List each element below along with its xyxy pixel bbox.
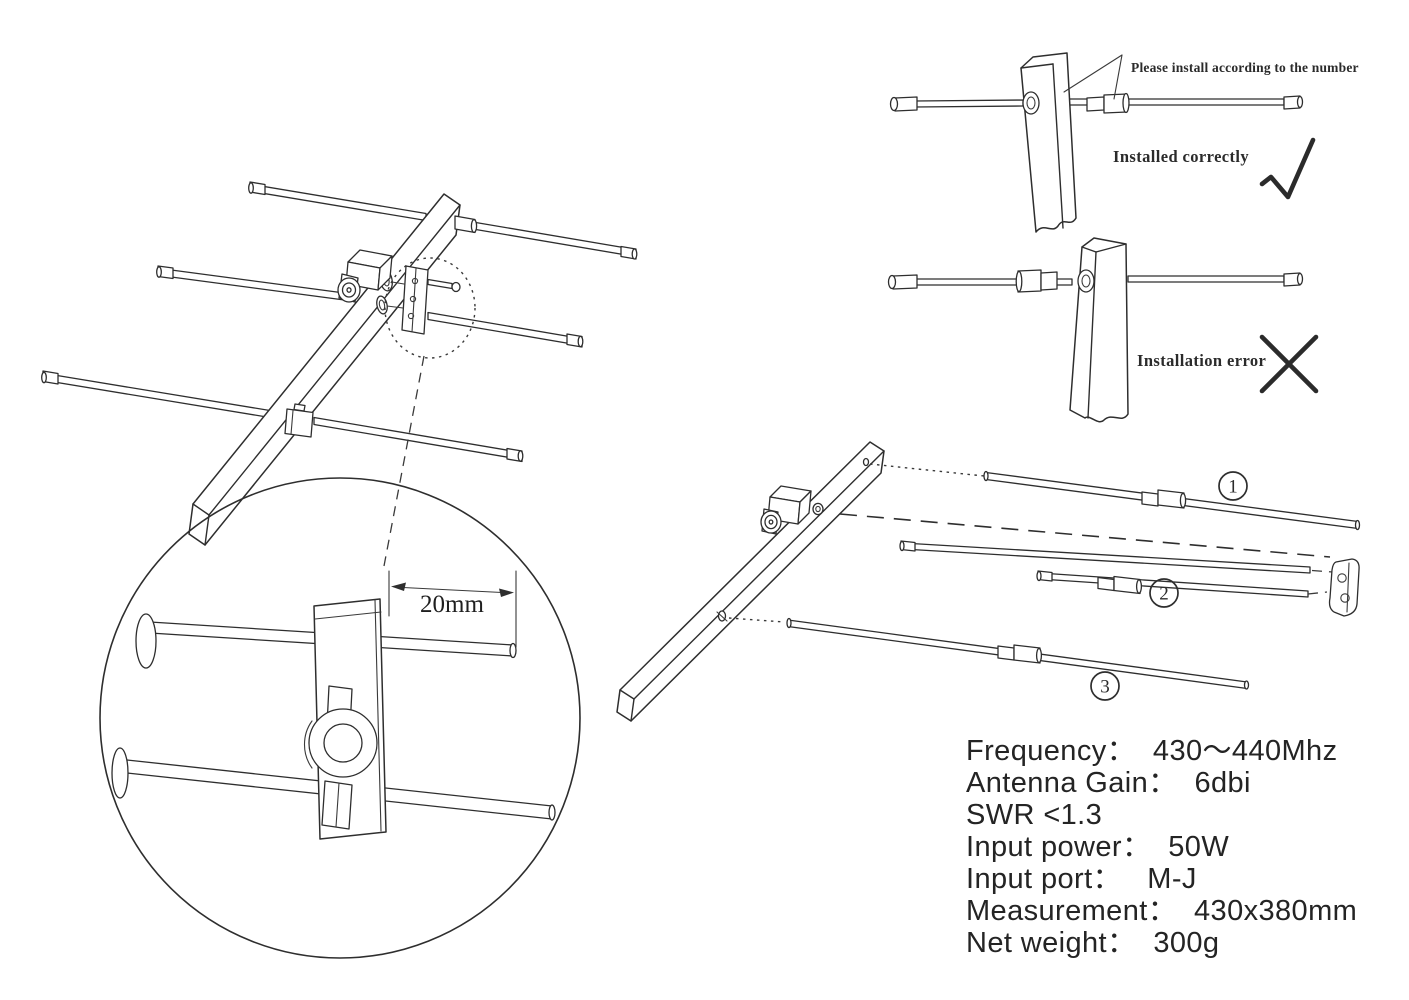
correct-boom-washer [1022, 91, 1040, 115]
part-number-2: 2 [1159, 584, 1169, 605]
error-boom [1069, 237, 1129, 423]
spec-input-power: Input power： 50W [966, 831, 1229, 863]
element-rod-driven-right [427, 311, 584, 348]
element-rod-top [248, 181, 638, 260]
installation-error-label: Installation error [1137, 351, 1266, 370]
feed-detail-circle [384, 257, 476, 359]
correct-boom [1020, 52, 1077, 233]
part-number-marker-2: 2 [1149, 578, 1179, 608]
note-leader-line-2 [1113, 54, 1123, 100]
boom [188, 193, 461, 546]
exploded-element-2 [899, 540, 1334, 598]
feed-assembly [337, 249, 584, 348]
part-number-3: 3 [1100, 677, 1110, 698]
magnifier-circle [99, 477, 581, 959]
exploded-boom [616, 441, 885, 722]
error-ferrule [1015, 269, 1058, 293]
exploded-theta-hole [716, 610, 728, 622]
element-clamp [284, 403, 314, 438]
correct-ferrule [1086, 92, 1130, 114]
dimension-label: 20mm [420, 591, 484, 618]
element-rod-driven-left [156, 265, 349, 302]
spec-net-weight: Net weight： 300g [966, 927, 1219, 959]
installed-correctly-label: Installed correctly [1113, 147, 1249, 166]
part-number-marker-3: 3 [1090, 671, 1120, 701]
element-rod-bottom [41, 370, 524, 463]
error-boom-washer [1077, 269, 1095, 293]
spec-swr: SWR <1.3 [966, 799, 1102, 831]
magnifier-leader-line [383, 355, 425, 567]
detail-magnifier-figure: 20mm [99, 477, 581, 959]
part-number-marker-1: 1 [1218, 471, 1248, 501]
correct-install-figure: Please install according to the number I… [889, 52, 1359, 233]
main-antenna-figure [41, 181, 638, 567]
check-mark-icon [1259, 137, 1316, 200]
dimension-20mm: 20mm [388, 570, 517, 648]
coax-connector-icon [337, 273, 361, 303]
specs-block: Frequency： 430～440Mhz Antenna Gain： 6dbi… [966, 735, 1357, 959]
exploded-element-3 [728, 617, 1250, 690]
note-leader-line-1 [1063, 54, 1123, 93]
spec-gain: Antenna Gain： 6dbi [966, 767, 1251, 799]
element-ferrule-top [454, 215, 478, 234]
install-note-label: Please install according to the number [1131, 60, 1359, 75]
exploded-boom-screw [812, 502, 824, 516]
driven-stub [427, 278, 461, 293]
exploded-axis-dashed-line [839, 513, 1331, 558]
spec-input-port: Input port： M-J [966, 863, 1197, 895]
exploded-element-1 [869, 463, 1361, 531]
part-number-1: 1 [1228, 477, 1238, 498]
spec-measurement: Measurement： 430x380mm [966, 895, 1357, 927]
detail-clamp-block [304, 598, 387, 840]
exploded-assembly-figure: 1 2 3 [616, 441, 1361, 722]
x-mark-icon [1259, 334, 1319, 394]
spec-frequency: Frequency： 430～440Mhz [966, 735, 1337, 767]
exploded-connector-block [760, 485, 824, 535]
exploded-clamp-part [1328, 558, 1360, 617]
driven-element-plate [386, 265, 429, 335]
error-install-figure: Installation error [887, 237, 1319, 423]
